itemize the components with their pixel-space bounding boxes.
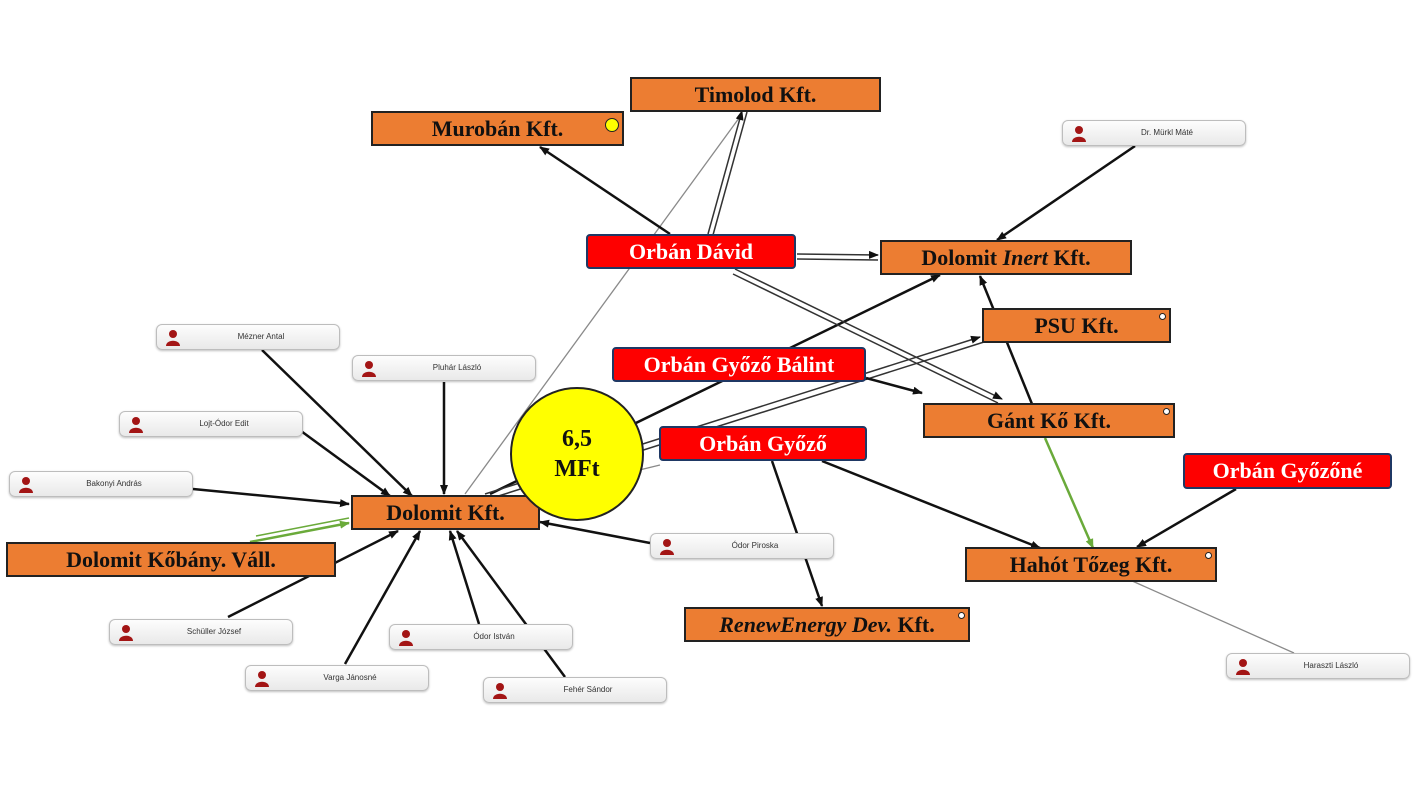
node-label: PSU Kft.: [1034, 312, 1119, 338]
person-card-odor-istvan[interactable]: Ódor István: [389, 624, 573, 650]
node-orban-david[interactable]: Orbán Dávid: [586, 234, 796, 269]
edge-odoristvan-dolomit: [448, 530, 481, 625]
edge-gant-hahot: [1043, 437, 1095, 549]
node-orban-gyozo-balint[interactable]: Orbán Győző Bálint: [612, 347, 866, 382]
node-label-part-italic: Inert: [1002, 244, 1048, 270]
person-card-odor-piroska[interactable]: Ódor Piroska: [650, 533, 834, 559]
person-card-bakonyi[interactable]: Bakonyi András: [9, 471, 193, 497]
amount-bubble: 6,5 MFt: [510, 387, 644, 521]
node-label: Hahót Tőzeg Kft.: [1009, 551, 1173, 577]
edge-murkl-inert: [996, 144, 1136, 242]
person-icon: [399, 630, 413, 646]
edge-david-timolod-b: [712, 111, 748, 236]
person-name: Ódor István: [473, 632, 515, 641]
person-name: Fehér Sándor: [563, 685, 613, 694]
person-card-varga[interactable]: Varga Jánosné: [245, 665, 429, 691]
edge-david-timolod-a: [707, 110, 744, 235]
node-dolomit-inert-kft[interactable]: Dolomit Inert Kft.: [880, 240, 1132, 275]
person-card-lojt[interactable]: Lojt-Ódor Edit: [119, 411, 303, 437]
node-orban-gyozone[interactable]: Orbán Győzőné: [1183, 453, 1392, 489]
person-name: Mézner Antal: [237, 332, 285, 341]
person-icon: [493, 683, 507, 699]
marker-dot-icon: [605, 118, 619, 132]
bubble-unit: MFt: [554, 456, 600, 482]
node-label: Orbán Dávid: [628, 238, 754, 264]
person-icon: [660, 539, 674, 555]
person-icon: [119, 625, 133, 641]
person-icon: [255, 671, 269, 687]
person-card-schuller[interactable]: Schüller József: [109, 619, 293, 645]
edge-david-gant-b: [732, 273, 999, 404]
node-orban-gyozo[interactable]: Orbán Győző: [659, 426, 867, 461]
person-name: Haraszti László: [1303, 661, 1359, 670]
person-name: Schüller József: [186, 627, 242, 636]
marker-dot-icon: [1159, 313, 1166, 320]
person-icon: [166, 330, 180, 346]
person-icon: [129, 417, 143, 433]
node-label: Orbán Győző Bálint: [643, 351, 835, 377]
person-card-haraszti[interactable]: Haraszti László: [1226, 653, 1410, 679]
node-label: Murobán Kft.: [431, 115, 564, 141]
node-dolomit-kobany-vall[interactable]: Dolomit Kőbány. Váll.: [6, 542, 336, 577]
edge-odorpiroska-dolomit: [539, 519, 651, 545]
edge-david-gant-a: [734, 268, 1003, 400]
edge-david-inert-b: [796, 258, 879, 261]
node-gant-ko-kft[interactable]: Gánt Kő Kft.: [923, 403, 1175, 438]
node-timolod-kft[interactable]: Timolod Kft.: [630, 77, 881, 112]
person-icon: [1072, 126, 1086, 142]
person-card-murkl[interactable]: Dr. Mürkl Máté: [1062, 120, 1246, 146]
node-label-part: Kft.: [1047, 244, 1091, 270]
person-name: Ódor Piroska: [731, 541, 779, 550]
node-label: Gánt Kő Kft.: [986, 407, 1112, 433]
marker-dot-icon: [958, 612, 965, 619]
person-card-pluhar[interactable]: Pluhár László: [352, 355, 536, 381]
person-name: Bakonyi András: [86, 479, 142, 488]
node-label-part: Dolomit: [921, 244, 1003, 270]
edge-kobany-dolomit-a: [249, 520, 350, 544]
node-renewenergy-dev-kft[interactable]: RenewEnergy Dev. Kft.: [684, 607, 970, 642]
node-label: Orbán Győző: [699, 430, 827, 456]
bubble-amount: 6,5: [562, 426, 592, 452]
edge-david-inert-a: [796, 250, 879, 259]
edge-grey-dolomit-timolod: [464, 113, 743, 495]
node-label-part-italic: RenewEnergy Dev.: [719, 611, 892, 637]
node-hahot-tozeg-kft[interactable]: Hahót Tőzeg Kft.: [965, 547, 1217, 582]
person-icon: [362, 361, 376, 377]
node-label: Dolomit Kőbány. Váll.: [66, 546, 276, 572]
edge-kobany-dolomit-b: [255, 517, 350, 537]
person-icon: [19, 477, 33, 493]
node-label: Timolod Kft.: [694, 81, 817, 107]
edge-gyozo-hahot: [821, 459, 1041, 550]
person-name: Pluhár László: [432, 363, 482, 372]
person-name: Varga Jánosné: [323, 673, 377, 682]
marker-dot-icon: [1163, 408, 1170, 415]
edge-bakonyi-dolomit: [192, 487, 350, 508]
node-psu-kft[interactable]: PSU Kft.: [982, 308, 1171, 343]
person-name: Dr. Mürkl Máté: [1140, 128, 1193, 137]
person-icon: [1236, 659, 1250, 675]
edge-feher-dolomit: [455, 530, 567, 678]
node-label: Dolomit Kft.: [386, 499, 505, 525]
person-card-feher[interactable]: Fehér Sándor: [483, 677, 667, 703]
node-dolomit-kft[interactable]: Dolomit Kft.: [351, 495, 540, 530]
edge-varga-dolomit: [343, 530, 422, 665]
edge-grey-haraszti-hahot: [1129, 579, 1295, 654]
edge-gyozone-hahot: [1136, 487, 1237, 549]
node-label-part: Kft.: [891, 611, 935, 637]
marker-dot-icon: [1205, 552, 1212, 559]
edge-mezner-dolomit: [261, 349, 413, 497]
person-card-mezner[interactable]: Mézner Antal: [156, 324, 340, 350]
node-label: Orbán Győzőné: [1212, 458, 1363, 483]
edge-lojt-dolomit: [300, 429, 391, 498]
edge-balint-gant: [865, 376, 923, 395]
person-name: Lojt-Ódor Edit: [199, 419, 249, 428]
node-muroban-kft[interactable]: Murobán Kft.: [371, 111, 624, 146]
edge-david-muroban: [539, 145, 671, 236]
